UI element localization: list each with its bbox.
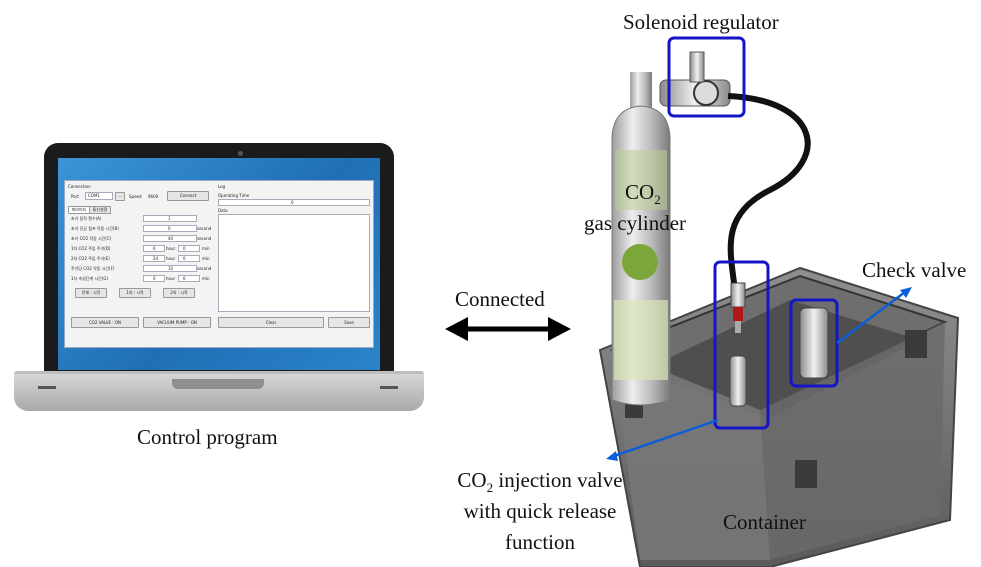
injection-co2-subscript: 2 <box>486 480 494 496</box>
container-box <box>598 266 960 567</box>
param-input[interactable]: 24 <box>143 255 165 262</box>
clear-button[interactable]: Clear <box>218 317 324 328</box>
param-label: 초기 동작 횟수(A) <box>71 216 102 221</box>
operating-time-value: 0 <box>291 200 294 205</box>
param-unit: hour <box>166 256 176 261</box>
laptop-vent-right <box>380 386 398 389</box>
check-valve-pointer-head <box>900 287 912 298</box>
param-label: 1차 CO2 주입 주기(D) <box>71 246 111 251</box>
tab-comm-settings[interactable]: 통신설정 <box>89 206 111 214</box>
injection-valve-text: injection valve <box>493 468 623 492</box>
param-value: 10 <box>168 266 174 271</box>
param-input[interactable]: 6 <box>143 245 165 252</box>
laptop-touchpad-notch <box>172 379 264 389</box>
connected-arrow <box>445 317 571 341</box>
param-input-2[interactable]: 0 <box>178 275 200 282</box>
injection-valve-label-line3: function <box>505 530 575 554</box>
laptop-base <box>14 371 424 411</box>
param-value: 6 <box>153 246 156 251</box>
container-label: Container <box>723 510 806 534</box>
co2-label: CO2 <box>625 180 661 208</box>
param-value-2: 0 <box>183 276 186 281</box>
param-input-2[interactable]: 0 <box>178 245 200 252</box>
param-label: 1차 속성단계 시간(G) <box>71 276 109 281</box>
check-valve-part <box>799 307 829 379</box>
connection-title: Connection <box>68 184 91 189</box>
param-label: 초기 진공 펌프 작동 시간(B) <box>71 226 119 231</box>
param-unit-2: min <box>202 276 210 281</box>
param-unit: hour <box>166 276 176 281</box>
log-title: Log <box>218 184 226 189</box>
connect-button[interactable]: Connect <box>167 191 209 201</box>
param-input[interactable]: 40 <box>143 235 197 242</box>
port-select[interactable]: COM1 <box>85 192 113 200</box>
param-value: 0 <box>153 276 156 281</box>
speed-value: 9600 <box>148 194 159 199</box>
speed-label: Speed <box>129 194 142 199</box>
data-label: Data <box>218 208 228 213</box>
param-unit: hour <box>166 246 176 251</box>
check-valve-pointer <box>836 291 906 344</box>
solenoid-regulator-label: Solenoid regulator <box>623 10 779 34</box>
port-value: COM1 <box>88 193 100 198</box>
param-value: 1 <box>168 216 171 221</box>
param-value: 24 <box>153 256 159 261</box>
param-value: 40 <box>168 236 174 241</box>
solenoid-highlight-box <box>667 36 746 118</box>
laptop-camera <box>238 151 243 156</box>
param-value-2: 0 <box>183 246 186 251</box>
injection-valve-label-line2: with quick release <box>463 499 617 523</box>
solenoid-regulator <box>659 51 731 107</box>
laptop-vent-left <box>38 386 56 389</box>
co2-subscript: 2 <box>654 192 661 208</box>
data-log-area[interactable] <box>218 214 370 312</box>
param-label: 초기 CO2 작동 시간(C) <box>71 236 112 241</box>
co2-valve-button[interactable]: CO2 VALVE : ON <box>71 317 139 328</box>
vacuum-pump-button[interactable]: VACUUM PUMP : ON <box>143 317 211 328</box>
control-program-label: Control program <box>137 425 278 449</box>
param-unit-2: min <box>202 256 210 261</box>
port-label: Port <box>71 194 79 199</box>
param-value: 0 <box>168 226 171 231</box>
control-program-window: Connection Port COM1 ... Speed 9600 Conn… <box>64 180 374 348</box>
save-button[interactable]: Save <box>328 317 370 328</box>
param-unit: second <box>197 266 212 271</box>
param-unit: second <box>197 226 212 231</box>
param-input[interactable]: 0 <box>143 275 165 282</box>
operating-time-field: 0 <box>218 199 370 206</box>
param-input[interactable]: 0 <box>143 225 197 232</box>
param-unit-2: min <box>202 246 210 251</box>
param-label: 2차 CO2 주입 주기(E) <box>71 256 110 261</box>
param-input[interactable]: 10 <box>143 265 197 272</box>
param-unit: second <box>197 236 212 241</box>
param-input-2[interactable]: 0 <box>178 255 200 262</box>
port-browse-button[interactable]: ... <box>115 192 125 201</box>
start-2-button[interactable]: 2차 : 시작 <box>163 288 195 298</box>
param-input[interactable]: 1 <box>143 215 197 222</box>
operating-time-label: Operating Time <box>218 193 250 198</box>
start-1-button[interactable]: 1차 : 시작 <box>119 288 151 298</box>
injection-valve-highlight-box <box>713 260 770 430</box>
connected-label: Connected <box>455 287 545 311</box>
gas-cylinder-label: gas cylinder <box>584 211 687 235</box>
param-value-2: 0 <box>183 256 186 261</box>
laptop-screen: Connection Port COM1 ... Speed 9600 Conn… <box>58 158 380 370</box>
injection-valve-label-line1: CO2 injection valve <box>440 468 640 496</box>
gas-hose <box>727 93 811 291</box>
injection-valve-pointer <box>613 418 719 458</box>
injection-valve-pointer-head <box>606 451 618 461</box>
param-label: 주기당 CO2 작동 시간(F) <box>71 266 115 271</box>
co2-text: CO <box>625 180 655 204</box>
check-valve-label: Check valve <box>862 258 967 282</box>
co2-cylinder <box>611 72 671 406</box>
injection-co2-text: CO <box>457 468 487 492</box>
injection-valve <box>729 282 747 407</box>
start-all-button[interactable]: 전체 : 시작 <box>75 288 107 298</box>
